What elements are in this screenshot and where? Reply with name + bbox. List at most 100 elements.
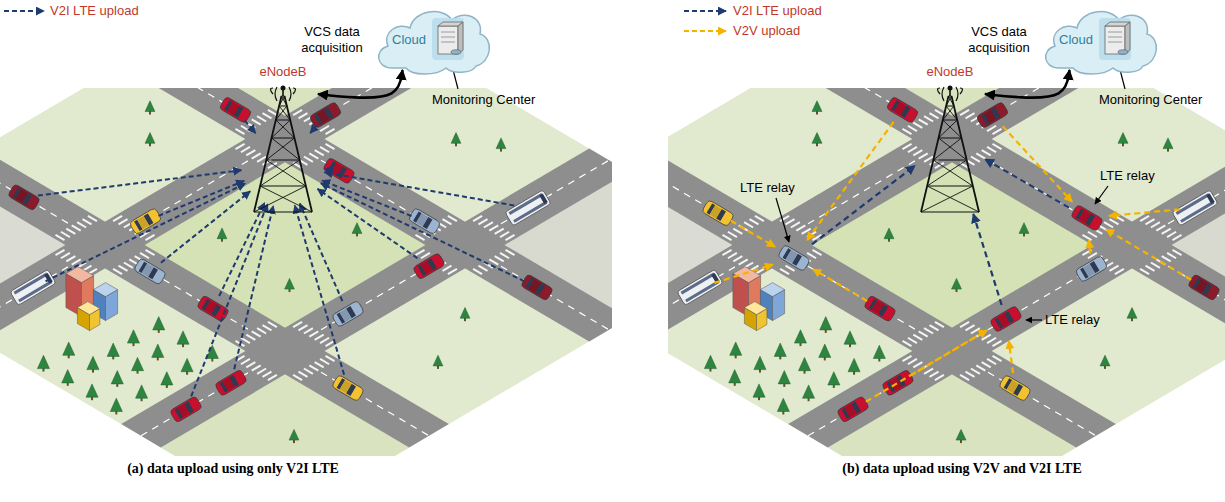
crosswalk — [966, 113, 975, 118]
car-body — [976, 101, 1009, 128]
tower-brace — [260, 186, 312, 212]
crosswalk — [908, 359, 917, 364]
radio-wave — [960, 88, 963, 94]
crosswalk — [320, 338, 329, 343]
v2i-relay-arrow — [812, 166, 915, 245]
tree-crown — [956, 429, 966, 440]
upload-arrow — [1009, 341, 1013, 373]
tower-brace — [933, 160, 966, 161]
car-body — [1075, 255, 1108, 282]
tree-crown — [1118, 133, 1128, 144]
crosswalk — [268, 110, 277, 115]
crosswalk — [443, 219, 452, 224]
cloud-shape: Cloud — [372, 2, 494, 78]
tree-crown — [217, 228, 227, 239]
cloud-outline — [379, 12, 490, 74]
upload-arrow — [46, 183, 246, 281]
crosswalk — [982, 150, 991, 155]
crosswalk — [987, 147, 996, 152]
car-icon — [521, 274, 554, 301]
crosswalk — [1173, 250, 1182, 255]
ground — [668, 88, 1225, 456]
crosswalk — [1151, 262, 1160, 267]
bus-icon — [1172, 190, 1218, 226]
radio-wave — [938, 88, 941, 94]
crosswalk — [960, 322, 969, 327]
crosswalk — [236, 144, 245, 149]
legend-sample — [684, 10, 726, 12]
base-station-tower: eNodeB — [915, 64, 985, 214]
upload-arrow — [1109, 209, 1180, 216]
tree-crown — [1127, 308, 1137, 319]
crosswalk — [246, 335, 255, 340]
server-slot — [441, 32, 455, 33]
crosswalk — [293, 375, 302, 380]
crosswalk — [479, 219, 488, 224]
crosswalk — [903, 129, 912, 134]
car-icon — [332, 374, 365, 401]
radio-wave — [271, 88, 274, 94]
car-roof — [223, 378, 235, 391]
crosswalk — [257, 368, 266, 373]
crosswalk — [326, 356, 335, 361]
data-link-arrow — [985, 70, 1070, 98]
crosswalk — [448, 216, 457, 221]
car-icon — [837, 396, 870, 423]
tree-crown — [289, 429, 299, 440]
tower-brace — [272, 138, 300, 160]
crosswalk — [750, 219, 759, 224]
figure-caption: (b) data upload using V2V and V2I LTE — [842, 461, 1082, 477]
base-station-tower: eNodeB — [248, 64, 318, 214]
car-icon — [408, 208, 441, 235]
crosswalk — [473, 216, 482, 221]
bus-window — [44, 273, 53, 284]
upload-arrow — [807, 122, 894, 240]
crosswalk — [61, 232, 70, 237]
crosswalk — [320, 359, 329, 364]
tree-crown — [127, 330, 139, 343]
lane-marking — [501, 266, 609, 330]
crosswalk — [971, 368, 980, 373]
car-icon — [1188, 274, 1221, 301]
tower-brace — [943, 120, 962, 138]
car-body — [886, 96, 919, 123]
crosswalk — [913, 362, 922, 367]
crosswalk — [935, 375, 944, 380]
crosswalk — [976, 365, 985, 370]
crosswalk — [780, 269, 789, 274]
tree-crown — [460, 308, 470, 319]
crosswalk — [908, 126, 917, 131]
bus-body — [10, 269, 56, 305]
crosswalk — [755, 216, 764, 221]
crosswalk — [495, 229, 504, 234]
crosswalk — [56, 235, 65, 240]
crosswalk — [744, 222, 753, 227]
car-roof — [205, 301, 217, 314]
crosswalk — [299, 325, 308, 330]
upload-arrow — [1106, 229, 1191, 280]
car-icon — [170, 396, 203, 423]
car-icon — [215, 369, 248, 396]
crosswalk — [416, 235, 425, 240]
crosswalk — [924, 156, 933, 161]
bus-window — [14, 273, 48, 295]
tree-crown — [87, 356, 99, 369]
edge-label: VCS data acquisition — [963, 24, 1035, 56]
tree-crown — [873, 345, 885, 358]
tower-brace — [276, 106, 287, 120]
car-roof — [529, 279, 541, 292]
car-body — [837, 396, 870, 423]
server-glow — [432, 18, 464, 60]
legend-label: V2I LTE upload — [50, 3, 139, 19]
tree-crown — [778, 371, 790, 384]
upload-arrow — [245, 120, 256, 133]
crosswalk — [241, 147, 250, 152]
tree-crown — [161, 372, 173, 385]
tree-crown — [753, 384, 765, 397]
car-icon — [323, 157, 356, 184]
car-icon — [332, 300, 365, 327]
crosswalk — [304, 328, 313, 333]
car-body — [323, 157, 356, 184]
crosswalk — [930, 372, 939, 377]
